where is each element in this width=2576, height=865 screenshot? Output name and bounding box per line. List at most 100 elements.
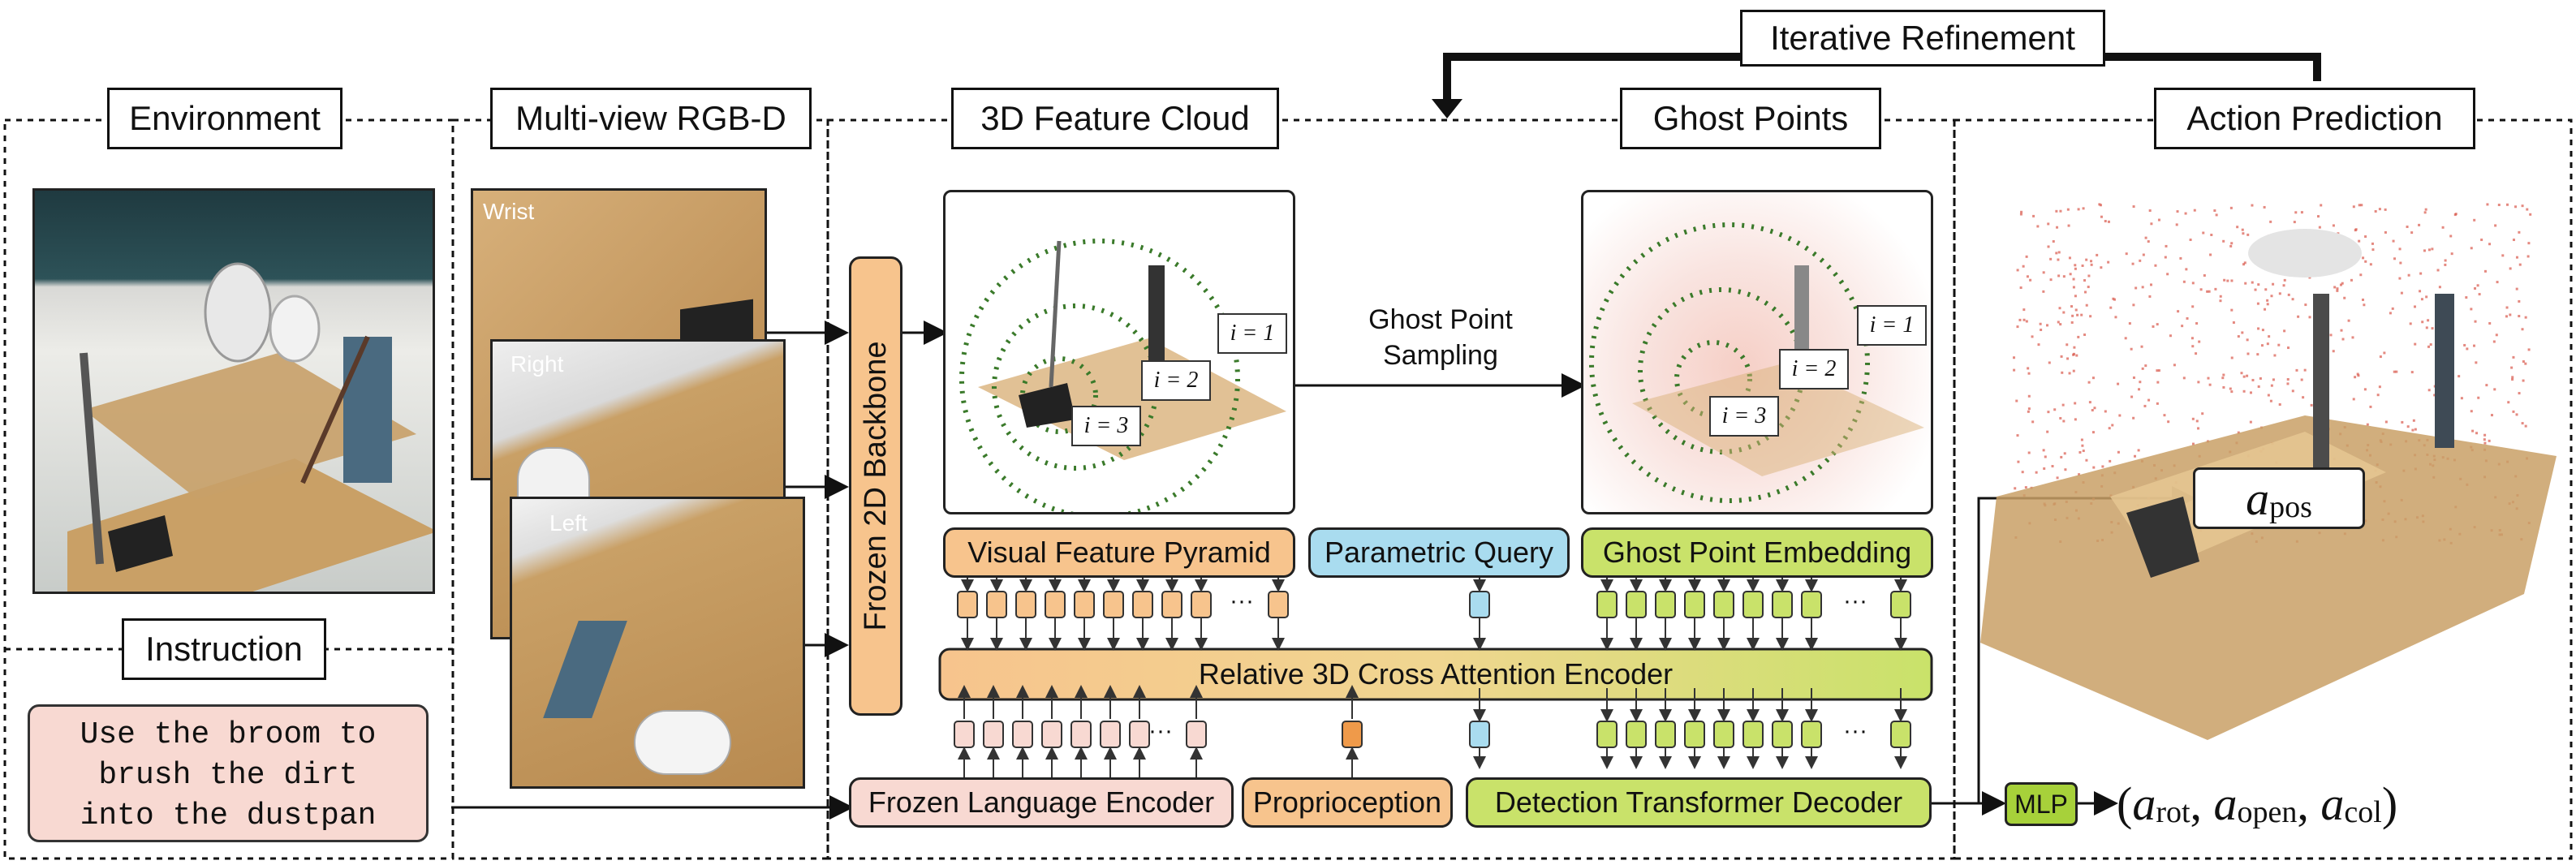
environment-label: Environment [107, 88, 342, 149]
language-encoder-box: Frozen Language Encoder [849, 777, 1234, 828]
feature-token [1684, 591, 1705, 618]
feature-token [1890, 721, 1911, 748]
feature-token [1596, 591, 1618, 618]
feature-token [1801, 721, 1822, 748]
instruction-label: Instruction [122, 618, 326, 680]
a-symbol: a [2213, 777, 2238, 830]
sampling-line: Ghost Point [1368, 304, 1513, 335]
feature-token [1100, 721, 1121, 748]
view-label: Right [510, 351, 564, 377]
ghost-point-embedding-box: Ghost Point Embedding [1581, 527, 1933, 578]
paren-open: ( [2117, 777, 2133, 830]
feature-token [1655, 591, 1676, 618]
ghost-sampling-label: Ghost Point Sampling [1331, 302, 1550, 373]
refinement-arrowhead [1432, 99, 1462, 118]
robot-scene-illustration [67, 262, 433, 592]
ghost-points-label: Ghost Points [1620, 88, 1881, 149]
feature-token [1890, 591, 1911, 618]
feature-token [1469, 721, 1490, 748]
iteration-label: i = 1 [1217, 313, 1287, 354]
instruction-line: into the dustpan [80, 798, 377, 833]
ellipsis: ··· [1843, 717, 1867, 744]
feature-token [1070, 721, 1092, 748]
feature-token [1342, 721, 1363, 748]
action-prediction-label: Action Prediction [2154, 88, 2475, 149]
parametric-query-box: Parametric Query [1308, 527, 1570, 578]
view-label: Left [549, 510, 588, 536]
feature-token [1713, 591, 1734, 618]
feature-token [1015, 591, 1036, 618]
iteration-label: i = 1 [1857, 305, 1927, 346]
proprioception-box: Proprioception [1242, 777, 1453, 828]
feature-token [1772, 591, 1793, 618]
a-symbol: a [2320, 777, 2345, 830]
ellipsis: ··· [1843, 587, 1867, 614]
feature-token [1626, 591, 1647, 618]
cross-attention-encoder: Relative 3D Cross Attention Encoder [1198, 657, 1674, 691]
visual-feature-pyramid-box: Visual Feature Pyramid [943, 527, 1295, 578]
left-view-image: Left [510, 497, 805, 789]
sampling-line: Sampling [1383, 340, 1498, 371]
feature-token [1801, 591, 1822, 618]
iteration-label: i = 3 [1071, 406, 1141, 446]
feature-token [954, 721, 975, 748]
feature-token [1103, 591, 1124, 618]
iterative-refinement-label: Iterative Refinement [1740, 10, 2105, 67]
feature-token [1626, 721, 1647, 748]
feature-token [1186, 721, 1207, 748]
feature-token [1132, 591, 1153, 618]
feature-token [1045, 591, 1066, 618]
ellipsis: ··· [1148, 717, 1173, 744]
feature-token [1161, 591, 1182, 618]
feature-token [1129, 721, 1150, 748]
a-symbol: a [2132, 777, 2156, 830]
feature-token [1713, 721, 1734, 748]
instruction-text-box: Use the broom to brush the dirt into the… [28, 704, 429, 842]
separator: , [2297, 777, 2321, 830]
feature-cloud-label: 3D Feature Cloud [951, 88, 1279, 149]
feature-token [1074, 591, 1095, 618]
feature-token [1012, 721, 1033, 748]
feature-token [1772, 721, 1793, 748]
backbone-label: Frozen 2D Backbone [858, 341, 893, 631]
col-subscript: col [2344, 795, 2382, 829]
box-shape [543, 621, 627, 718]
feature-token [1684, 721, 1705, 748]
feature-token [1191, 591, 1212, 618]
multiview-label: Multi-view RGB-D [490, 88, 812, 149]
feature-token [1655, 721, 1676, 748]
detr-decoder-box: Detection Transformer Decoder [1466, 777, 1932, 828]
encoder-bar [938, 648, 1933, 701]
robot-arm-shape [634, 710, 731, 775]
feature-token [1469, 591, 1490, 618]
a-symbol: a [2246, 471, 2270, 525]
feature-token [957, 591, 978, 618]
feature-token [1742, 721, 1764, 748]
paren-close: ) [2381, 777, 2398, 830]
ghost-points-panel [1581, 190, 1933, 514]
feature-token [1596, 721, 1618, 748]
mlp-box: MLP [2005, 782, 2078, 826]
separator: , [2190, 777, 2214, 830]
ghost-points-illustration [1589, 222, 1924, 503]
view-label: Wrist [483, 199, 535, 224]
open-subscript: open [2237, 795, 2298, 829]
feature-token [1041, 721, 1062, 748]
feature-token [983, 721, 1004, 748]
environment-image [32, 188, 435, 594]
iteration-label: i = 3 [1709, 396, 1779, 437]
pos-subscript: pos [2269, 490, 2312, 524]
frozen-backbone-box: Frozen 2D Backbone [849, 256, 902, 716]
iteration-label: i = 2 [1141, 360, 1211, 401]
instruction-line: Use the broom to [80, 717, 377, 752]
rot-subscript: rot [2156, 795, 2190, 829]
feature-token [986, 591, 1007, 618]
ellipsis: ··· [1230, 587, 1254, 614]
instruction-line: brush the dirt [98, 758, 358, 793]
iteration-label: i = 2 [1779, 349, 1849, 389]
feature-token [1268, 591, 1289, 618]
